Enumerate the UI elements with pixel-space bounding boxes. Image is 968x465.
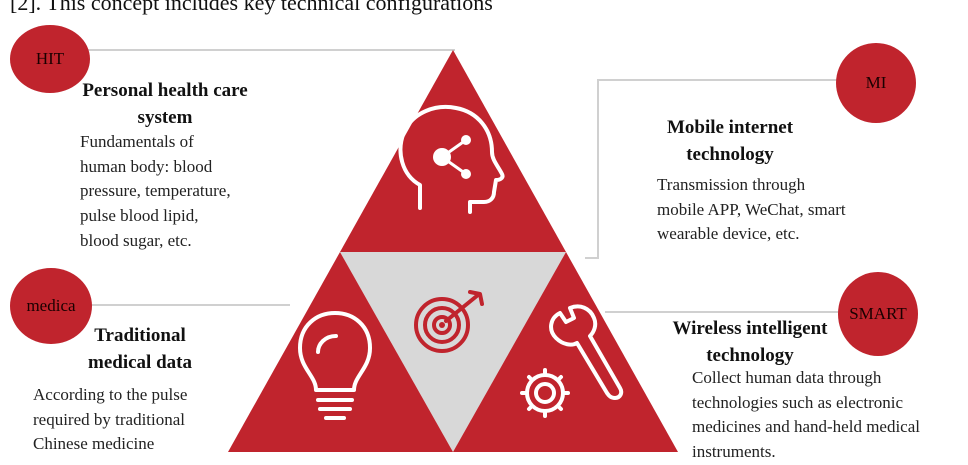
hit-desc-line: Fundamentals of bbox=[80, 132, 194, 151]
medica-title: Traditional medical data bbox=[60, 323, 220, 376]
mi-title-line1: Mobile internet bbox=[666, 117, 794, 138]
medica-desc-line: According to the pulse bbox=[33, 385, 188, 404]
mi-description: Transmission through mobile APP, WeChat,… bbox=[657, 173, 846, 247]
mi-desc-line: wearable device, etc. bbox=[657, 224, 800, 244]
hit-desc-line: human body: blood bbox=[80, 156, 213, 176]
head-network-icon bbox=[398, 105, 505, 214]
medica-title-line2: medical data bbox=[88, 351, 192, 373]
target-icon bbox=[414, 290, 484, 353]
medica-title-line1: Traditional bbox=[94, 325, 186, 346]
smart-desc-line: medicines and hand-held medical bbox=[692, 417, 920, 437]
hit-badge: HIT bbox=[10, 25, 90, 93]
medica-desc-line: required by traditional bbox=[33, 409, 186, 429]
mi-desc-line: mobile APP, WeChat, smart bbox=[657, 199, 846, 219]
triangle-left bbox=[228, 252, 453, 452]
hit-description: Fundamentals of human body: blood pressu… bbox=[80, 130, 231, 253]
hit-title-line2: system bbox=[137, 106, 193, 128]
hit-title: Personal health care system bbox=[60, 78, 270, 131]
medica-desc-line: Chinese medicine bbox=[33, 434, 155, 454]
smart-title: Wireless intelligent technology bbox=[650, 316, 850, 369]
smart-desc-line: Collect human data through bbox=[692, 368, 882, 387]
hit-desc-line: pressure, temperature, bbox=[80, 181, 231, 201]
wrench-gear-icon bbox=[520, 304, 624, 418]
mi-badge: MI bbox=[836, 43, 916, 123]
triangle-right bbox=[453, 252, 678, 452]
mi-desc-line: Transmission through bbox=[657, 175, 806, 194]
top-caption: [2]. This concept includes key technical… bbox=[10, 0, 493, 15]
smart-desc-line: technologies such as electronic bbox=[692, 392, 904, 412]
connector-mi bbox=[585, 79, 890, 259]
triangle-center bbox=[340, 252, 566, 452]
medica-description: According to the pulse required by tradi… bbox=[33, 383, 187, 457]
smart-description: Collect human data through technologies … bbox=[692, 366, 920, 465]
mi-title: Mobile internet technology bbox=[640, 115, 820, 168]
smart-title-line2: technology bbox=[706, 344, 794, 366]
hit-title-line1: Personal health care bbox=[82, 80, 248, 101]
hit-desc-line: pulse blood lipid, bbox=[80, 205, 199, 225]
lightbulb-icon bbox=[298, 311, 372, 420]
mi-title-line2: technology bbox=[686, 143, 774, 165]
smart-desc-line: instruments. bbox=[692, 441, 776, 461]
medica-badge: medica bbox=[10, 268, 92, 344]
hit-desc-line: blood sugar, etc. bbox=[80, 230, 192, 250]
smart-title-line1: Wireless intelligent bbox=[672, 318, 828, 339]
smart-badge: SMART bbox=[838, 272, 918, 356]
